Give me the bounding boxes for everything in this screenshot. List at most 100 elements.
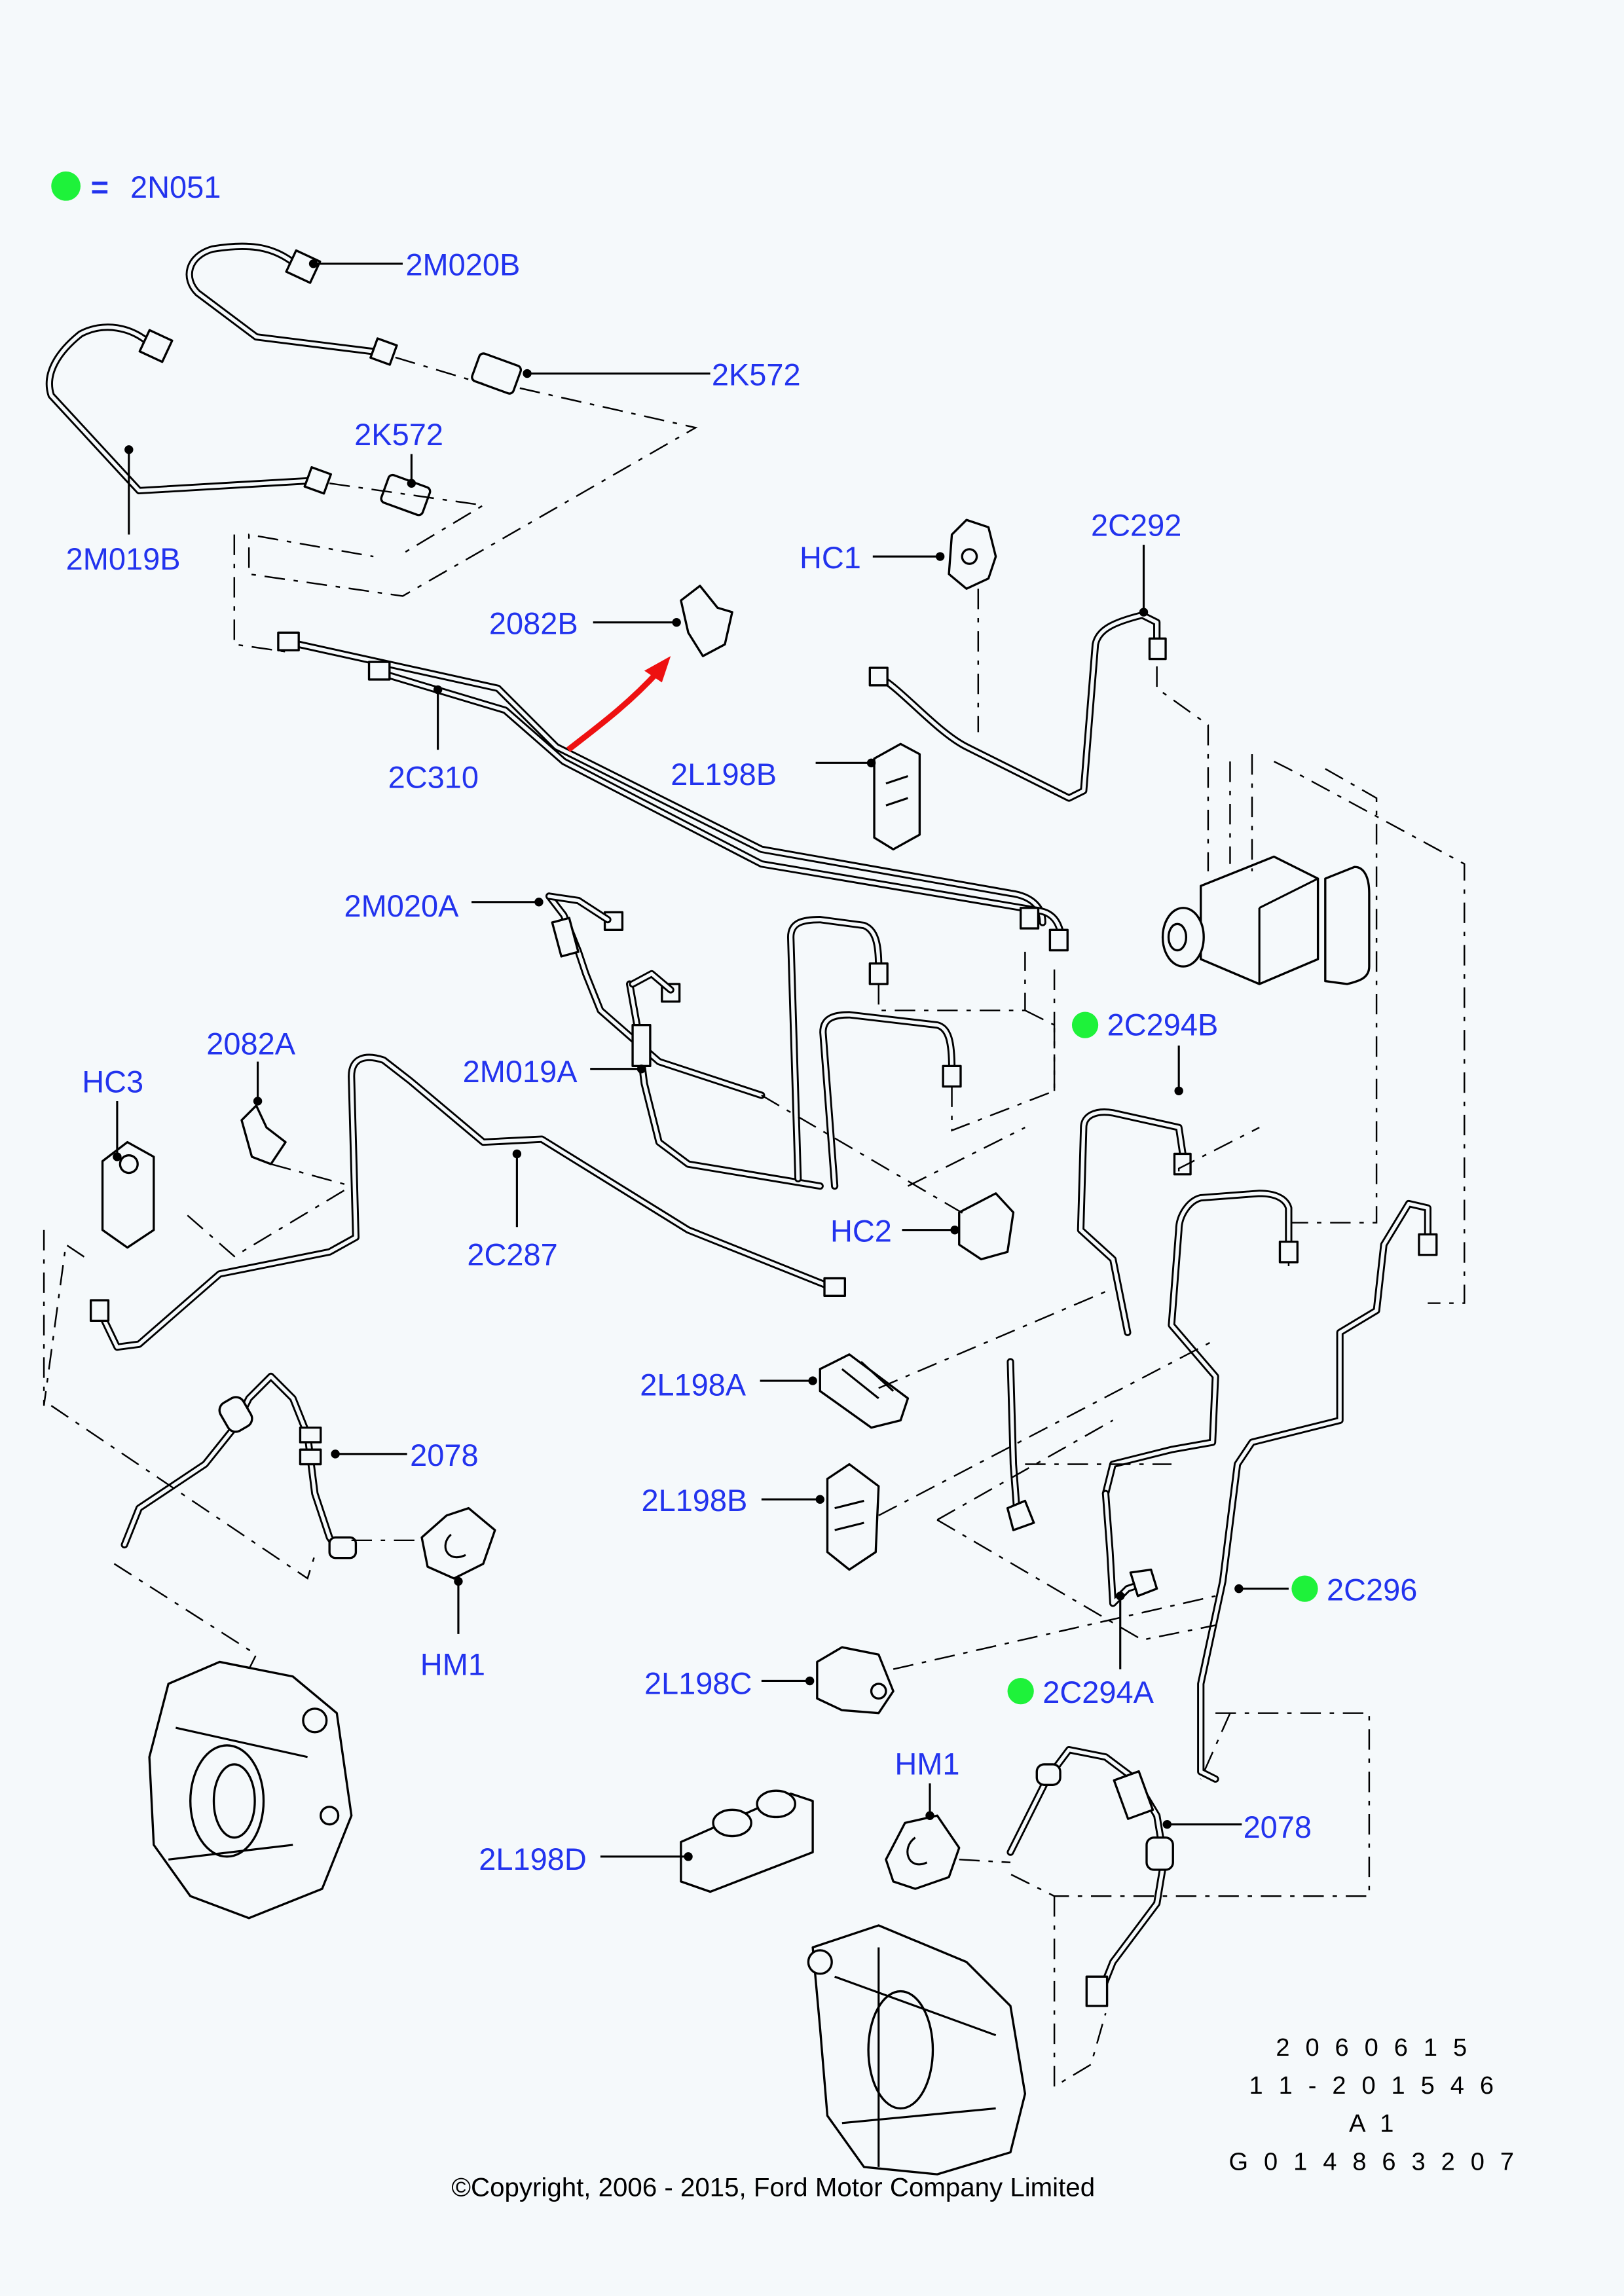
- label-2082a[interactable]: 2082A: [206, 1026, 296, 1106]
- clip-2l198a[interactable]: [819, 1353, 910, 1429]
- fitting-icon: [285, 249, 322, 284]
- label-2l198b-top[interactable]: 2L198B: [671, 757, 876, 792]
- fitting-icon: [89, 1299, 110, 1322]
- assembly-line: [878, 1288, 1216, 1670]
- assembly-line: [248, 356, 698, 597]
- clip-hc3[interactable]: [101, 1140, 155, 1249]
- fitting-icon: [868, 666, 889, 687]
- pipe-2c294b[interactable]: [1077, 1108, 1192, 1336]
- illustration-number: 2 0 6 0 6 1 5: [1276, 2034, 1471, 2062]
- pipe-2c287[interactable]: [89, 1053, 846, 1351]
- svg-text:2C296: 2C296: [1327, 1573, 1417, 1607]
- label-2c310[interactable]: 2C310: [388, 685, 479, 795]
- pipe-2c310[interactable]: [277, 631, 1069, 952]
- label-hc2[interactable]: HC2: [830, 1214, 959, 1248]
- label-2078-right[interactable]: 2078: [1162, 1810, 1312, 1844]
- connector-2k572-top[interactable]: [471, 352, 523, 395]
- label-hm1-left[interactable]: HM1: [420, 1576, 485, 1682]
- illustration-metadata: 2 0 6 0 6 1 5 1 1 - 2 0 1 5 4 6 A 1 G 0 …: [1228, 2034, 1518, 2176]
- fitting-icon: [303, 466, 333, 495]
- label-2l198d[interactable]: 2L198D: [479, 1842, 693, 1876]
- clip-2l198d[interactable]: [680, 1789, 814, 1893]
- clip-hc2[interactable]: [958, 1192, 1015, 1261]
- clip-2082b[interactable]: [680, 585, 733, 657]
- hose-2078-left[interactable]: [120, 1372, 358, 1559]
- svg-text:2C287: 2C287: [467, 1237, 557, 1271]
- svg-text:2K572: 2K572: [354, 417, 443, 452]
- pipe-2c292[interactable]: [868, 611, 1167, 802]
- date-code: 1 1 - 2 0 1 5 4 6: [1249, 2072, 1498, 2100]
- label-2c296[interactable]: 2C296: [1234, 1573, 1417, 1607]
- fitting-icon: [138, 329, 174, 363]
- pipe-2m020b[interactable]: [185, 242, 398, 366]
- legend-equals: =: [91, 170, 109, 204]
- label-2l198a[interactable]: 2L198A: [640, 1367, 817, 1402]
- label-2c294b[interactable]: 2C294B: [1071, 1007, 1219, 1095]
- fitting-icon: [1048, 928, 1069, 952]
- svg-text:2L198B: 2L198B: [671, 757, 777, 792]
- label-2082b[interactable]: 2082B: [489, 606, 681, 641]
- hose-sleeve-icon: [1035, 1763, 1061, 1786]
- svg-text:HC1: HC1: [800, 540, 861, 575]
- pipe-2c294a[interactable]: [1006, 1358, 1158, 1607]
- legend-part-number: 2N051: [130, 170, 221, 204]
- svg-text:2L198C: 2L198C: [644, 1666, 752, 1701]
- legend: = 2N051: [51, 170, 221, 204]
- hose-2078-right[interactable]: [1006, 1746, 1174, 2007]
- hose-2m020a[interactable]: [545, 892, 766, 1099]
- hose-sleeve-icon: [631, 1023, 652, 1067]
- label-2k572-top[interactable]: 2K572: [523, 357, 801, 392]
- label-2m019a[interactable]: 2M019A: [463, 1054, 646, 1089]
- label-2m020a[interactable]: 2M020A: [344, 888, 544, 923]
- clip-hc1[interactable]: [948, 519, 997, 590]
- direction-arrow-icon: [566, 668, 661, 752]
- label-2k572-mid[interactable]: 2K572: [354, 417, 443, 488]
- assembly-line: [233, 534, 286, 653]
- svg-text:2M020A: 2M020A: [344, 888, 460, 923]
- brake-caliper-right[interactable]: [807, 1924, 1027, 2176]
- svg-text:2082A: 2082A: [206, 1026, 295, 1061]
- clip-2l198b-bottom[interactable]: [826, 1463, 880, 1571]
- hose-sleeve-icon: [299, 1448, 322, 1466]
- document-number: G 0 1 4 8 6 3 2 0 7: [1228, 2148, 1518, 2176]
- svg-text:2C294A: 2C294A: [1043, 1675, 1154, 1709]
- abs-modulator-unit[interactable]: [1161, 855, 1371, 985]
- hose-2m019a[interactable]: [625, 970, 824, 1190]
- svg-text:2M019B: 2M019B: [66, 541, 181, 576]
- clip-hm1-right[interactable]: [885, 1814, 961, 1890]
- fitting-icon: [1019, 907, 1040, 930]
- label-2m019b[interactable]: 2M019B: [66, 445, 181, 576]
- svg-text:2M020B: 2M020B: [405, 247, 520, 282]
- svg-text:2C294B: 2C294B: [1107, 1007, 1219, 1042]
- label-hc1[interactable]: HC1: [800, 540, 945, 575]
- fitting-icon: [1418, 1233, 1438, 1256]
- label-2c292[interactable]: 2C292: [1091, 508, 1181, 617]
- legend-marker-icon: [51, 171, 81, 201]
- fitting-icon: [1148, 637, 1167, 661]
- svg-text:2L198B: 2L198B: [641, 1483, 747, 1518]
- pipe-2c296[interactable]: [1101, 1190, 1438, 1783]
- clip-2l198c[interactable]: [816, 1646, 895, 1715]
- label-hm1-right[interactable]: HM1: [895, 1747, 959, 1820]
- label-2c294a[interactable]: 2C294A: [1007, 1592, 1154, 1709]
- fitting-icon: [328, 1536, 358, 1559]
- clip-2082a[interactable]: [240, 1104, 287, 1165]
- label-2c287[interactable]: 2C287: [467, 1149, 558, 1272]
- pipe-2m019b[interactable]: [45, 323, 333, 495]
- hose-sleeve-icon: [551, 917, 580, 958]
- assembly-line: [1156, 666, 1466, 1304]
- brake-caliper-left[interactable]: [148, 1660, 353, 1920]
- marker-icon: [1071, 1011, 1099, 1038]
- clip-2l198b-top[interactable]: [873, 742, 921, 850]
- label-2078-left[interactable]: 2078: [331, 1438, 479, 1472]
- pipe-loop-center: [786, 916, 962, 1190]
- svg-text:2082B: 2082B: [489, 606, 578, 641]
- svg-text:2M019A: 2M019A: [463, 1054, 578, 1089]
- label-2m020b[interactable]: 2M020B: [308, 247, 520, 282]
- label-2l198c[interactable]: 2L198C: [644, 1666, 815, 1701]
- label-2l198b-bottom[interactable]: 2L198B: [641, 1483, 825, 1518]
- fitting-icon: [823, 1277, 846, 1298]
- label-hc3[interactable]: HC3: [82, 1065, 143, 1161]
- clip-hm1-left[interactable]: [420, 1506, 496, 1580]
